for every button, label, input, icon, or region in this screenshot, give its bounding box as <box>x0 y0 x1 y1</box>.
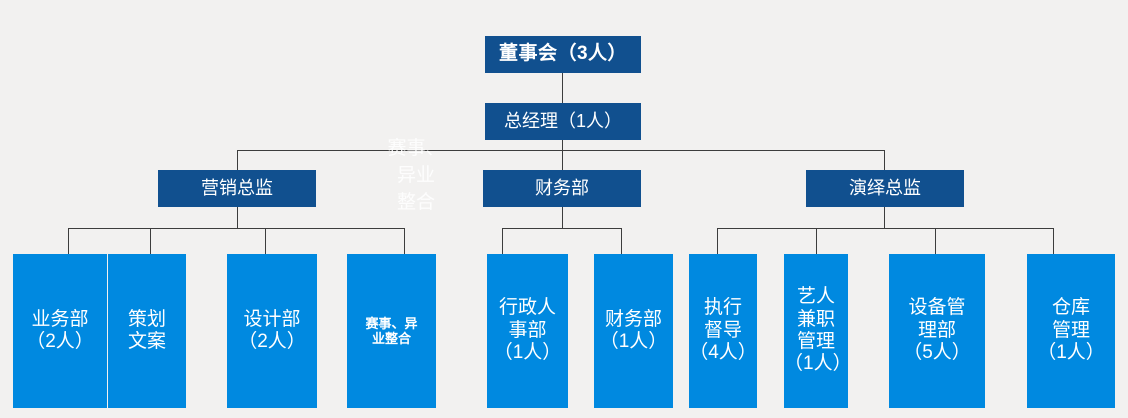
connector-drop-design <box>265 228 266 254</box>
connector-marketing-drop <box>237 206 238 228</box>
node-equipment-management-department[interactable]: 设备管 理部 （5人） <box>889 254 985 408</box>
connector-performance-bus <box>717 228 1054 229</box>
node-admin-hr-department[interactable]: 行政人 事部 （1人） <box>487 254 568 408</box>
connector-drop-artist-mgmt <box>816 228 817 254</box>
connector-drop-planning <box>150 228 151 254</box>
watermark-events-text: 赛事、 异业 整合 <box>387 138 445 213</box>
node-execution-supervisor[interactable]: 执行 督导 （4人） <box>689 254 757 408</box>
node-finance-sub-department[interactable]: 财务部 （1人） <box>594 254 673 408</box>
connector-marketing-bus <box>68 228 404 229</box>
node-design-department[interactable]: 设计部 （2人） <box>227 254 317 408</box>
node-marketing-director[interactable]: 营销总监 <box>158 170 316 207</box>
node-finance-department[interactable]: 财务部 <box>483 170 641 207</box>
connector-performance-drop <box>884 206 885 228</box>
node-sales-department[interactable]: 业务部 （2人） <box>13 254 107 408</box>
node-warehouse-management[interactable]: 仓库 管理 （1人） <box>1027 254 1115 408</box>
connector-drop-events <box>404 228 405 254</box>
connector-drop-sales <box>68 228 69 254</box>
node-artist-parttime-management[interactable]: 艺人 兼职 管理 （1人） <box>784 254 852 408</box>
connector-drop-supervisor <box>717 228 718 254</box>
node-board[interactable]: 董事会（3人） <box>485 36 641 73</box>
node-events-integration[interactable]: 赛事、异 业整合 <box>347 254 436 408</box>
connector-directors-bus <box>237 150 885 151</box>
node-performance-director[interactable]: 演绎总监 <box>806 170 964 207</box>
connector-drop-equipment <box>935 228 936 254</box>
connector-drop-warehouse <box>1053 228 1054 254</box>
connector-board-to-gm <box>562 73 563 103</box>
connector-drop-finance-dept <box>621 228 622 254</box>
connector-drop-finance <box>562 150 563 170</box>
connector-drop-marketing <box>237 150 238 170</box>
connector-finance-drop <box>562 206 563 228</box>
connector-drop-performance <box>884 150 885 170</box>
connector-drop-admin-hr <box>502 228 503 254</box>
connector-finance-bus <box>502 228 621 229</box>
node-general-manager[interactable]: 总经理（1人） <box>485 103 641 140</box>
node-planning-copywriting[interactable]: 策划 文案 <box>108 254 186 408</box>
